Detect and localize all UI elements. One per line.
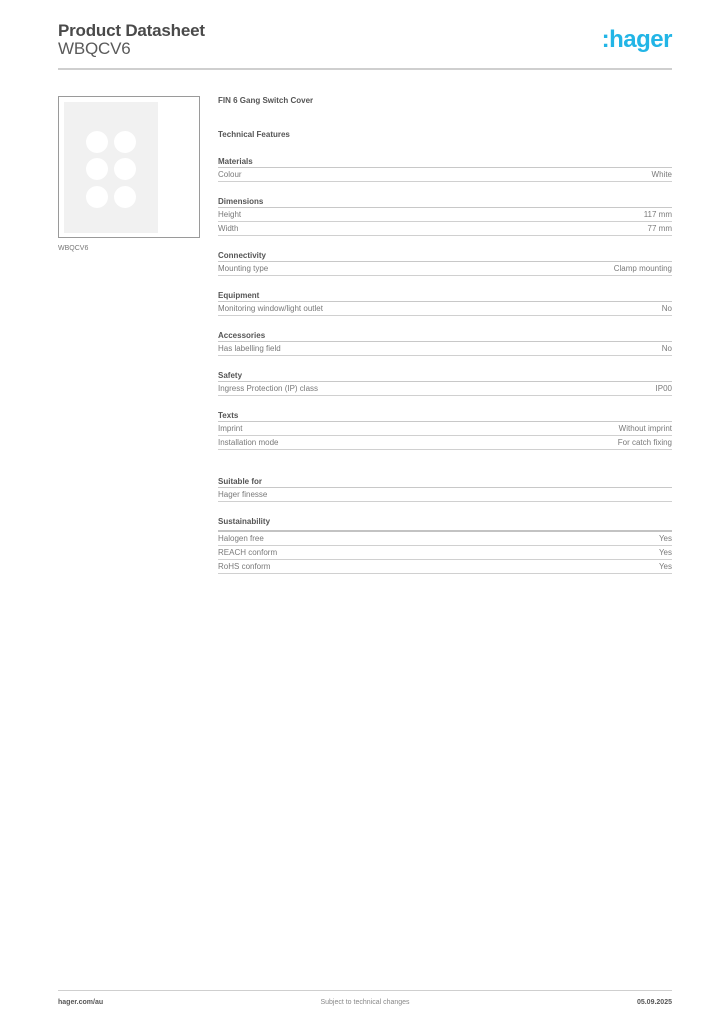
spec-row: Halogen free Yes xyxy=(218,532,672,546)
group-accessories: Accessories Has labelling field No xyxy=(218,330,672,356)
switch-hole-icon xyxy=(114,186,136,208)
spec-value: Without imprint xyxy=(618,424,672,433)
spec-value: Clamp mounting xyxy=(613,264,672,273)
hager-logo: :hager xyxy=(601,26,673,53)
switch-hole-icon xyxy=(114,131,136,153)
spec-row: Colour White xyxy=(218,168,672,182)
switch-hole-icon xyxy=(86,158,108,180)
spec-label: Halogen free xyxy=(218,534,264,543)
header-divider xyxy=(58,68,672,70)
product-name: FIN 6 Gang Switch Cover xyxy=(218,96,314,105)
spec-row: Height 117 mm xyxy=(218,208,672,222)
spec-value: No xyxy=(661,304,672,313)
group-connectivity: Connectivity Mounting type Clamp mountin… xyxy=(218,250,672,276)
product-image xyxy=(58,96,200,238)
group-equipment: Equipment Monitoring window/light outlet… xyxy=(218,290,672,316)
group-title: Connectivity xyxy=(218,250,672,262)
spec-row: REACH conform Yes xyxy=(218,546,672,560)
spec-label: Height xyxy=(218,210,242,219)
group-title: Dimensions xyxy=(218,196,672,208)
spec-value: IP00 xyxy=(655,384,672,393)
spec-label: Hager finesse xyxy=(218,490,268,499)
switch-hole-icon xyxy=(86,131,108,153)
group-dimensions: Dimensions Height 117 mm Width 77 mm xyxy=(218,196,672,236)
group-title: Accessories xyxy=(218,330,672,342)
spec-value: For catch fixing xyxy=(617,438,672,447)
page-title: Product Datasheet xyxy=(58,21,205,40)
spec-value: Yes xyxy=(658,562,672,571)
footer-divider xyxy=(58,990,672,991)
spec-label: Imprint xyxy=(218,424,243,433)
image-caption: WBQCV6 xyxy=(58,245,89,252)
group-safety: Safety Ingress Protection (IP) class IP0… xyxy=(218,370,672,396)
spec-label: Ingress Protection (IP) class xyxy=(218,384,319,393)
switch-hole-icon xyxy=(86,186,108,208)
spec-value: Yes xyxy=(658,548,672,557)
page-header: Product Datasheet WBQCV6 :hager xyxy=(58,21,673,68)
group-title: Equipment xyxy=(218,290,672,302)
group-title: Suitable for xyxy=(218,476,672,488)
spec-row: Mounting type Clamp mounting xyxy=(218,262,672,276)
switch-cover-6-gang-image xyxy=(64,102,158,233)
group-suitable-for: Suitable for Hager finesse xyxy=(218,476,672,502)
spec-label: Installation mode xyxy=(218,438,279,447)
spec-label: Has labelling field xyxy=(218,344,281,353)
group-title: Texts xyxy=(218,410,672,422)
switch-hole-icon xyxy=(114,158,136,180)
spec-label: RoHS conform xyxy=(218,562,271,571)
spec-value: 77 mm xyxy=(647,224,672,233)
group-sustainability: Sustainability Halogen free Yes REACH co… xyxy=(218,516,672,574)
spec-row: Imprint Without imprint xyxy=(218,422,672,436)
technical-features-title: Technical Features xyxy=(218,130,290,139)
group-title: Sustainability xyxy=(218,516,672,532)
spec-row: Monitoring window/light outlet No xyxy=(218,302,672,316)
spec-row: Installation mode For catch fixing xyxy=(218,436,672,450)
footer-date: 05.09.2025 xyxy=(636,999,672,1006)
footer-notice: Subject to technical changes xyxy=(320,999,410,1006)
spec-value: No xyxy=(661,344,672,353)
spec-label: Monitoring window/light outlet xyxy=(218,304,323,313)
spec-value: Yes xyxy=(658,534,672,543)
website-link[interactable]: hager.com/au xyxy=(58,999,104,1006)
group-title: Materials xyxy=(218,156,672,168)
spec-label: REACH conform xyxy=(218,548,278,557)
spec-value: White xyxy=(651,170,672,179)
spec-label: Colour xyxy=(218,170,242,179)
group-title: Safety xyxy=(218,370,672,382)
group-materials: Materials Colour White xyxy=(218,156,672,182)
group-texts: Texts Imprint Without imprint Installati… xyxy=(218,410,672,450)
spec-row: RoHS conform Yes xyxy=(218,560,672,574)
spec-row: Width 77 mm xyxy=(218,222,672,236)
spec-label: Width xyxy=(218,224,239,233)
spec-row: Hager finesse xyxy=(218,488,672,502)
spec-value: 117 mm xyxy=(643,210,672,219)
spec-row: Has labelling field No xyxy=(218,342,672,356)
technical-content: FIN 6 Gang Switch Cover Technical Featur… xyxy=(218,96,672,574)
spec-row: Ingress Protection (IP) class IP00 xyxy=(218,382,672,396)
spec-label: Mounting type xyxy=(218,264,269,273)
product-code: WBQCV6 xyxy=(58,39,131,58)
